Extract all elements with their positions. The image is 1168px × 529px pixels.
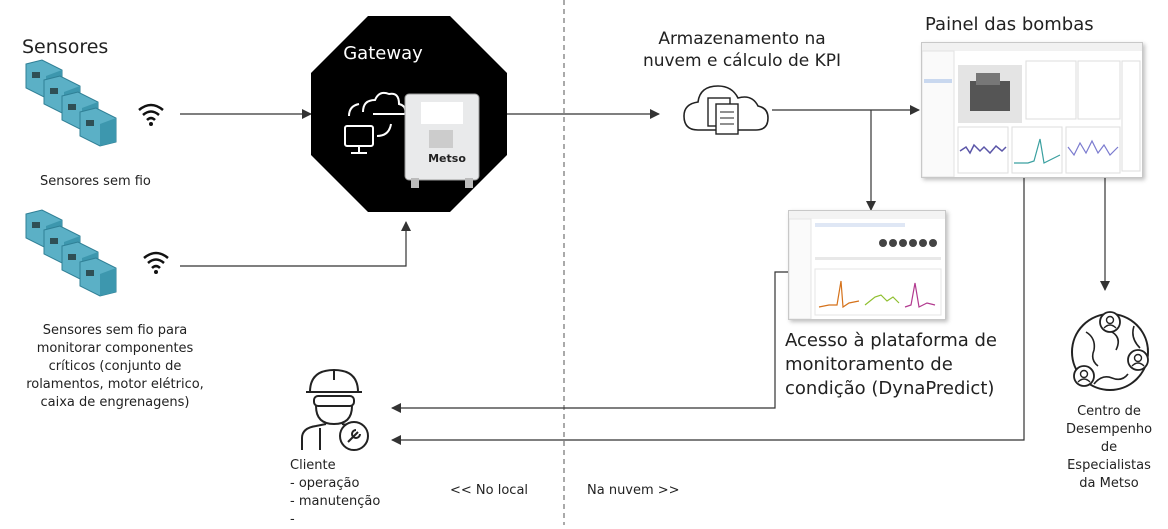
experts-label: Centro de Desempenho de Especialistas da… (1062, 403, 1156, 493)
title-line: nuvem e cálculo de KPI (642, 51, 842, 71)
sensor-group-1-label: Sensores sem fio (40, 174, 151, 189)
sensor-icon (79, 257, 117, 297)
label-line: - (290, 512, 295, 527)
label-line: - operação (290, 476, 360, 491)
sensor-group-2-label: Sensores sem fio para monitorar componen… (20, 322, 210, 412)
sensors-title: Sensores (22, 36, 109, 58)
title-line: Armazenamento na (658, 29, 826, 49)
sensor-stack-1 (25, 59, 117, 147)
label-line: - manutenção (290, 494, 381, 509)
zone-cloud-label: Na nuvem >> (587, 483, 680, 498)
label-line: Especialistas (1067, 458, 1151, 473)
wifi-icon (143, 251, 169, 274)
cloud-title: Armazenamento na nuvem e cálculo de KPI (632, 28, 852, 72)
label-line: caixa de engrenagens) (40, 395, 190, 410)
arrow-dynapredict-to-client (391, 271, 788, 413)
dynapredict-screenshot (788, 210, 946, 320)
label-line: Desempenho de (1065, 422, 1153, 455)
dynapredict-title: Acesso à plataforma de monitoramento de … (785, 329, 1015, 401)
label-line: da Metso (1079, 476, 1139, 491)
zone-local-label: << No local (450, 483, 529, 498)
gateway-title: Gateway (343, 43, 423, 64)
cloud-documents-icon (683, 85, 769, 135)
experts-globe-icon (1071, 311, 1149, 391)
label-line: rolamentos, motor elétrico, (26, 377, 204, 392)
label-line: Centro de (1077, 404, 1141, 419)
dashboard-title: Painel das bombas (925, 14, 1094, 35)
gateway-device-brand: Metso (428, 152, 466, 165)
label-line: Sensores sem fio para (42, 323, 188, 338)
worker-icon (301, 368, 369, 451)
cloud-sync-icon (344, 91, 407, 154)
sensor-stack-2 (25, 209, 117, 297)
dynapredict-preview (788, 211, 945, 320)
arrow-dashboard-to-client (391, 176, 1025, 445)
label-line: críticos (conjunto de (48, 359, 182, 374)
gateway-octagon (311, 16, 507, 212)
title-line: monitoramento de (785, 354, 953, 375)
title-line: Acesso à plataforma de (785, 330, 997, 351)
wifi-icon (138, 103, 164, 126)
sensor-icon (79, 107, 117, 147)
gateway-device-icon (404, 93, 480, 188)
label-line: Cliente (290, 458, 336, 473)
arrow-critical-sensors-to-gateway (180, 221, 411, 267)
label-line: monitorar componentes (36, 341, 194, 356)
dashboard-preview (921, 43, 1142, 178)
client-label: Cliente - operação - manutenção - (290, 457, 380, 529)
title-line: condição (DynaPredict) (785, 378, 995, 399)
pump-dashboard-screenshot (921, 42, 1143, 178)
